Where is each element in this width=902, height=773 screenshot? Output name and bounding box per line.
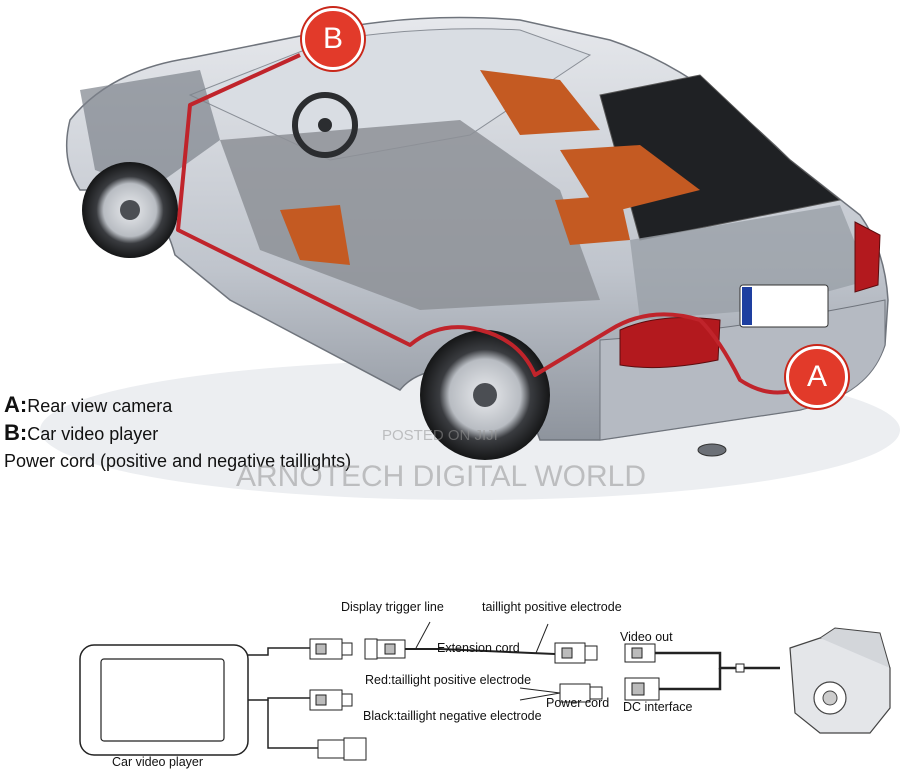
video-out-connector (624, 643, 656, 663)
legend-player: B:Car video player (4, 420, 158, 446)
rear-seat-right (555, 195, 630, 245)
marker-b: B (302, 8, 364, 70)
tail-light-right (854, 221, 881, 293)
wiring-diagram (79, 621, 891, 761)
marker-a: A (786, 346, 848, 408)
dc-interface-connector (624, 677, 660, 701)
label-display-trigger-line: Display trigger line (341, 600, 444, 614)
rca-plug-1 (309, 638, 353, 660)
front-wheel (82, 162, 178, 258)
label-black-taillight-negative: Black:taillight negative electrode (363, 709, 542, 723)
legend-a-text: Rear view camera (27, 396, 173, 416)
label-taillight-positive-electrode: taillight positive electrode (482, 600, 622, 614)
watermark-posted: POSTED ON JIJI (382, 427, 498, 444)
label-red-taillight-positive: Red:taillight positive electrode (365, 673, 532, 687)
rca-plug-2 (309, 689, 353, 711)
legend-b-key: B: (4, 420, 28, 445)
label-extension-cord: Extension cord (437, 641, 520, 655)
front-seat-left (280, 205, 350, 265)
watermark-brand: ARNOTECH DIGITAL WORLD (236, 460, 647, 493)
label-dc-interface: DC interface (623, 700, 693, 714)
legend-a-key: A: (4, 392, 28, 417)
steering-wheel (292, 92, 358, 158)
power-plug (317, 737, 367, 761)
car-illustration (40, 16, 900, 500)
legend-power-cord: Power cord (positive and negative tailli… (4, 451, 351, 472)
license-plate (739, 284, 829, 328)
video-player-screen (100, 658, 225, 742)
extension-connector-left (364, 638, 406, 660)
legend-b-text: Car video player (27, 424, 159, 444)
extension-connector-right (554, 642, 598, 664)
label-video-out: Video out (620, 630, 673, 644)
interior (220, 120, 600, 310)
power-cord-connector (559, 683, 603, 703)
rear-seat (480, 70, 600, 135)
exhaust-pipe (697, 443, 727, 457)
legend-power-text: Power cord (positive and negative tailli… (4, 451, 352, 471)
camera-cable (176, 53, 801, 395)
label-power-cord: Power cord (546, 696, 610, 710)
legend-camera: A:Rear view camera (4, 392, 172, 418)
rear-wheel (420, 330, 550, 460)
rear-camera (789, 627, 891, 734)
label-car-video-player: Car video player (112, 755, 204, 769)
